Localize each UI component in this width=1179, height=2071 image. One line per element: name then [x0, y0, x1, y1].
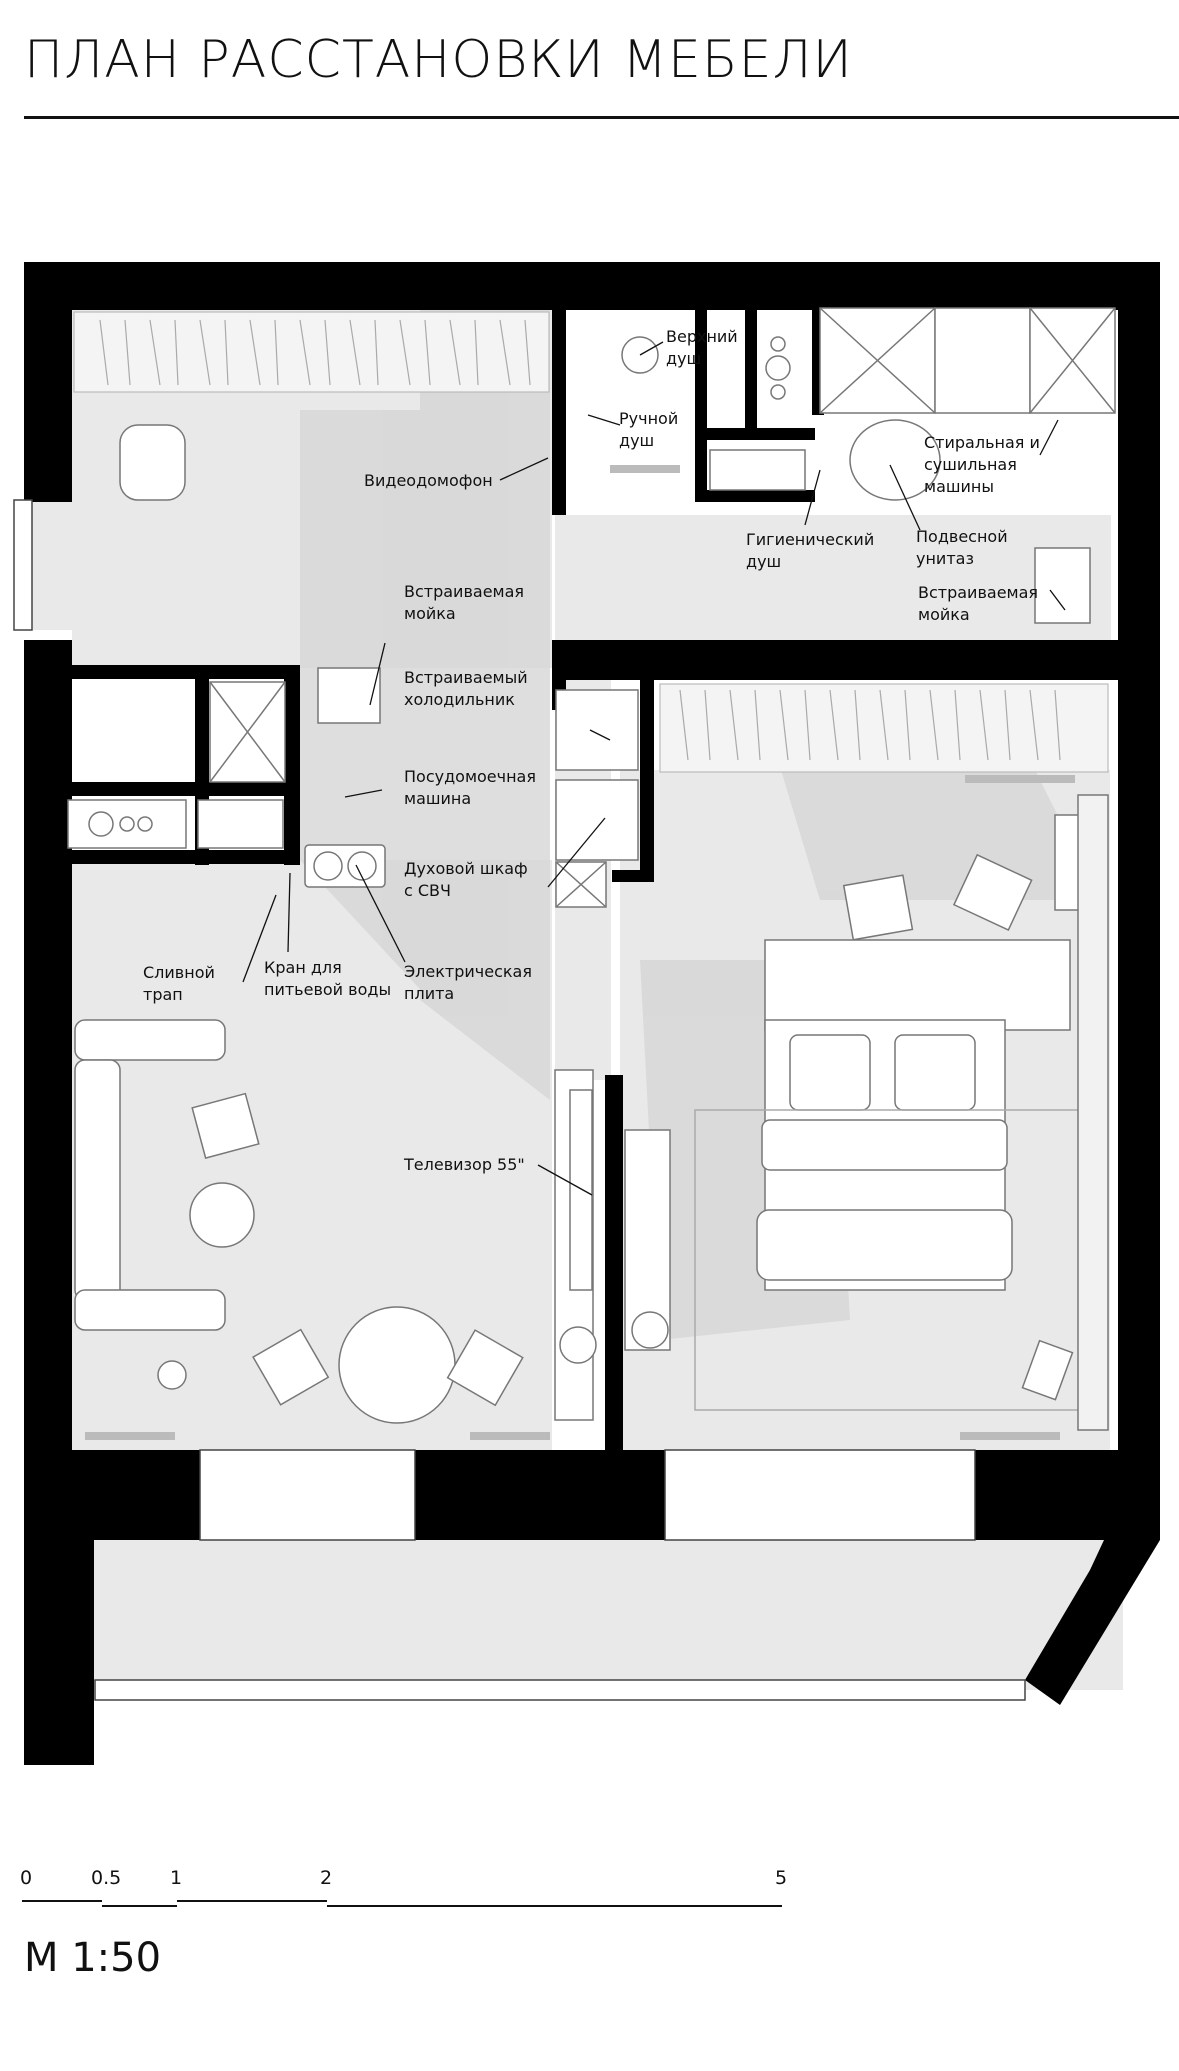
radiators	[85, 465, 1075, 1440]
label-dukhovoy-2: с СВЧ	[404, 881, 451, 900]
label-verkhniy-dush-2: душ	[666, 349, 701, 368]
page-title: ПЛАН РАССТАНОВКИ МЕБЕЛИ	[24, 30, 853, 90]
label-televizor: Телевизор 55"	[403, 1155, 525, 1174]
label-moyka-bath-2: мойка	[918, 605, 970, 624]
floor-plan: Видеодомофон Верхний душ Ручной душ Стир…	[13, 262, 1160, 1765]
windows	[13, 499, 1026, 1701]
label-moyka-bath-1: Встраиваемая	[918, 583, 1038, 602]
annotation-labels: Видеодомофон Верхний душ Ручной душ Стир…	[143, 327, 1040, 1174]
label-stiralnaya-3: машины	[924, 477, 994, 496]
label-moyka-kitchen-2: мойка	[404, 604, 456, 623]
label-verkhniy-dush-1: Верхний	[666, 327, 738, 346]
leader-lines	[242, 341, 1066, 1196]
label-videodomofon: Видеодомофон	[364, 471, 493, 490]
label-slivnoy-2: трап	[143, 985, 183, 1004]
label-plita-1: Электрическая	[404, 962, 532, 981]
label-posudomoechnaya-1: Посудомоечная	[404, 767, 536, 786]
scale-ratio: М 1:50	[24, 1935, 162, 1981]
scale-tick-2: 2	[320, 1867, 333, 1889]
label-stiralnaya-1: Стиральная и	[924, 433, 1040, 452]
label-stiralnaya-2: сушильная	[924, 455, 1017, 474]
label-posudomoechnaya-2: машина	[404, 789, 471, 808]
label-podvesnoy-1: Подвесной	[916, 527, 1008, 546]
label-slivnoy-1: Сливной	[143, 963, 215, 982]
scale-tick-5: 5	[775, 1867, 788, 1889]
label-kholodilnik-2: холодильник	[404, 690, 515, 709]
label-ruchnoy-dush-1: Ручной	[619, 409, 678, 428]
wardrobe-hanger-lines	[73, 311, 550, 393]
scale-tick-1: 1	[170, 1867, 183, 1889]
scale-tick-0: 0	[20, 1867, 33, 1889]
scale-tick-0-5: 0.5	[91, 1867, 122, 1889]
bedroom-wardrobe	[659, 683, 1109, 773]
label-dukhovoy-1: Духовой шкаф	[404, 859, 528, 878]
label-kran-1: Кран для	[264, 958, 342, 977]
label-ruchnoy-dush-2: душ	[619, 431, 654, 450]
furniture	[67, 307, 1116, 1431]
scale-bar-lines	[22, 1900, 782, 1907]
label-plita-2: плита	[404, 984, 454, 1003]
title-divider	[24, 116, 1179, 119]
label-kran-2: питьевой воды	[264, 980, 391, 999]
label-podvesnoy-2: унитаз	[916, 549, 974, 568]
label-moyka-kitchen-1: Встраиваемая	[404, 582, 524, 601]
label-gigienicheskiy-1: Гигиенический	[746, 530, 874, 549]
label-kholodilnik-1: Встраиваемый	[404, 668, 528, 687]
walls	[24, 262, 1160, 1765]
label-gigienicheskiy-2: душ	[746, 552, 781, 571]
